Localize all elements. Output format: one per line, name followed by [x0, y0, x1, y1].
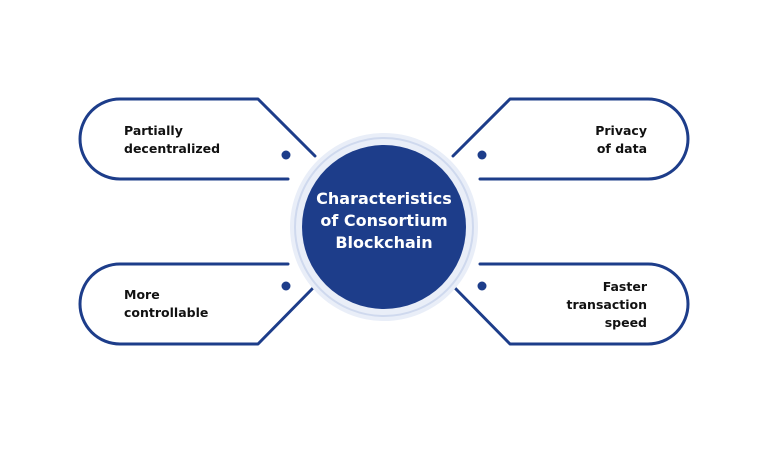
card-bottom-left-line-2: controllable: [124, 305, 209, 320]
card-label-top-left: Partially decentralized: [124, 122, 220, 158]
card-top-right-line-2: of data: [596, 141, 647, 156]
card-top-right-line-1: Privacy: [595, 123, 647, 138]
center-title-line-1: Characteristics: [316, 189, 452, 208]
connector-dot-top-right: [477, 150, 487, 160]
connector-dot-top-left: [281, 150, 291, 160]
center-title-line-3: Blockchain: [335, 233, 433, 252]
card-bottom-right-line-3: speed: [604, 315, 647, 330]
connector-dot-bottom-right: [477, 281, 487, 291]
card-bottom-right-line-2: transaction: [566, 297, 647, 312]
connector-dot-bottom-left: [281, 281, 291, 291]
card-outline-bottom-left: [78, 262, 317, 346]
card-top-left-line-2: decentralized: [124, 141, 221, 156]
card-outline-bottom-right: [451, 262, 690, 346]
card-outline-top-left: [78, 97, 317, 181]
card-label-top-right: Privacy of data: [534, 122, 647, 158]
center-title-line-2: of Consortium: [320, 211, 448, 230]
center-circle: [302, 145, 466, 309]
card-label-bottom-left: More controllable: [124, 286, 208, 322]
center-title: Characteristics of Consortium Blockchain: [294, 188, 474, 254]
card-outline-top-right: [451, 97, 690, 181]
center-circle-ring: [294, 137, 474, 317]
card-bottom-left-line-1: More: [124, 287, 160, 302]
card-label-bottom-right: Faster transaction speed: [534, 278, 647, 332]
card-bottom-right-line-1: Faster: [602, 279, 647, 294]
card-top-left-line-1: Partially: [124, 123, 183, 138]
